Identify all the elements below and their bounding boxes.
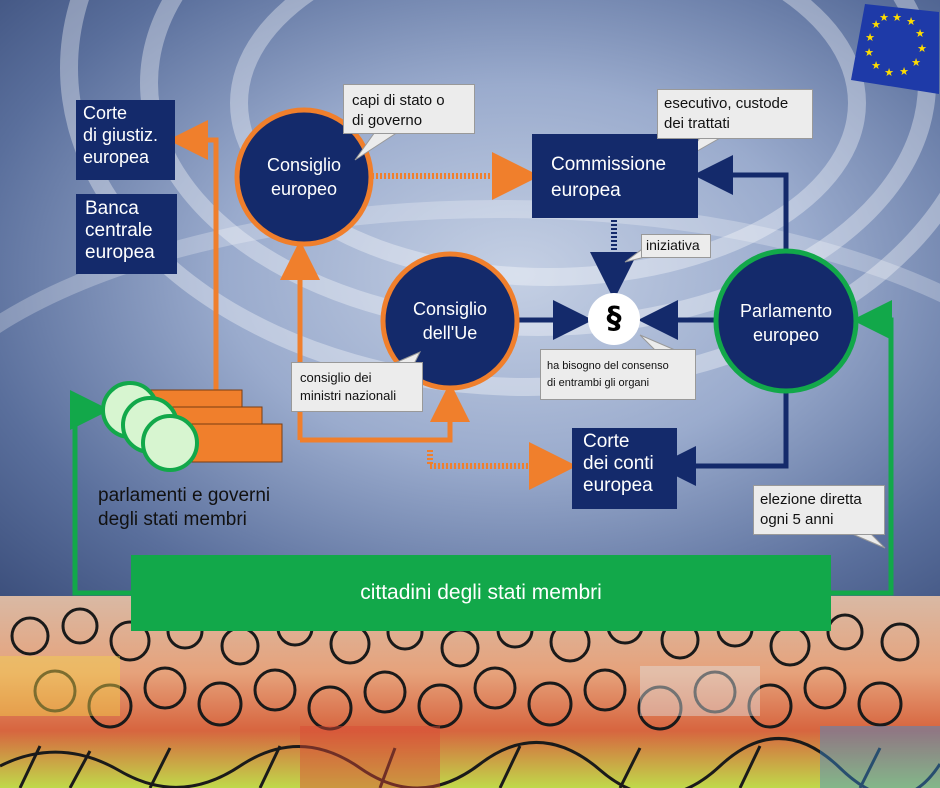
callout-national-ministers: consiglio dei ministri nazionali bbox=[291, 362, 423, 412]
callout-tail-consent bbox=[639, 334, 676, 351]
svg-text:★: ★ bbox=[917, 42, 927, 55]
member-states-label: parlamenti e governi degli stati membri bbox=[98, 485, 271, 530]
svg-text:★: ★ bbox=[911, 56, 921, 69]
arrow-parliament-to-commission bbox=[693, 155, 789, 250]
callout-heads-of-state: capi di stato o di governo bbox=[343, 84, 475, 134]
arrow-citizens-to-parliaments bbox=[70, 390, 131, 596]
parliament-circle bbox=[713, 248, 859, 394]
svg-text:★: ★ bbox=[884, 66, 894, 79]
svg-text:★: ★ bbox=[871, 18, 881, 31]
callout-tail-election bbox=[849, 532, 886, 549]
eu-flag-icon: ★★★ ★★★ ★★★ ★★★ bbox=[851, 4, 939, 94]
svg-text:★: ★ bbox=[871, 59, 881, 72]
svg-text:★: ★ bbox=[906, 15, 916, 28]
callout-initiative: iniziativa bbox=[641, 234, 711, 258]
arrow-to-council-eu bbox=[300, 382, 470, 443]
parliament-label: Parlamento europeo bbox=[739, 301, 833, 345]
callout-consent: ha bisogno del consenso di entrambi gli … bbox=[540, 349, 696, 400]
arrow-citizens-to-parliament bbox=[831, 300, 894, 596]
svg-text:★: ★ bbox=[899, 65, 909, 78]
european-council-label: Consiglio europeo bbox=[266, 155, 342, 199]
svg-text:★: ★ bbox=[892, 11, 902, 24]
svg-text:★: ★ bbox=[915, 27, 925, 40]
citizens-label: cittadini degli stati membri bbox=[360, 581, 602, 604]
law-paragraph-icon: § bbox=[588, 293, 640, 345]
commission-box: Commissione europea bbox=[532, 134, 698, 218]
svg-text:★: ★ bbox=[879, 11, 889, 24]
callout-executive: esecutivo, custode dei trattati bbox=[657, 89, 813, 139]
court-of-auditors-box: Corte dei conti europea bbox=[572, 428, 677, 509]
european-council-circle bbox=[234, 107, 374, 247]
arrow-to-court-of-justice bbox=[168, 120, 219, 392]
callout-direct-election: elezione diretta ogni 5 anni bbox=[753, 485, 885, 535]
arrow-to-court-of-auditors bbox=[427, 442, 577, 490]
central-bank-box: Banca centrale europea bbox=[76, 194, 177, 274]
council-eu-label: Consiglio dell'Ue bbox=[412, 299, 488, 343]
svg-text:★: ★ bbox=[865, 31, 875, 44]
member-states-stack bbox=[101, 381, 283, 472]
court-of-justice-box: Corte di giustiz. europea bbox=[76, 100, 175, 180]
svg-text:★: ★ bbox=[864, 46, 874, 59]
citizens-bar: cittadini degli stati membri bbox=[131, 555, 831, 631]
arrow-parliament-to-auditors bbox=[656, 392, 789, 486]
